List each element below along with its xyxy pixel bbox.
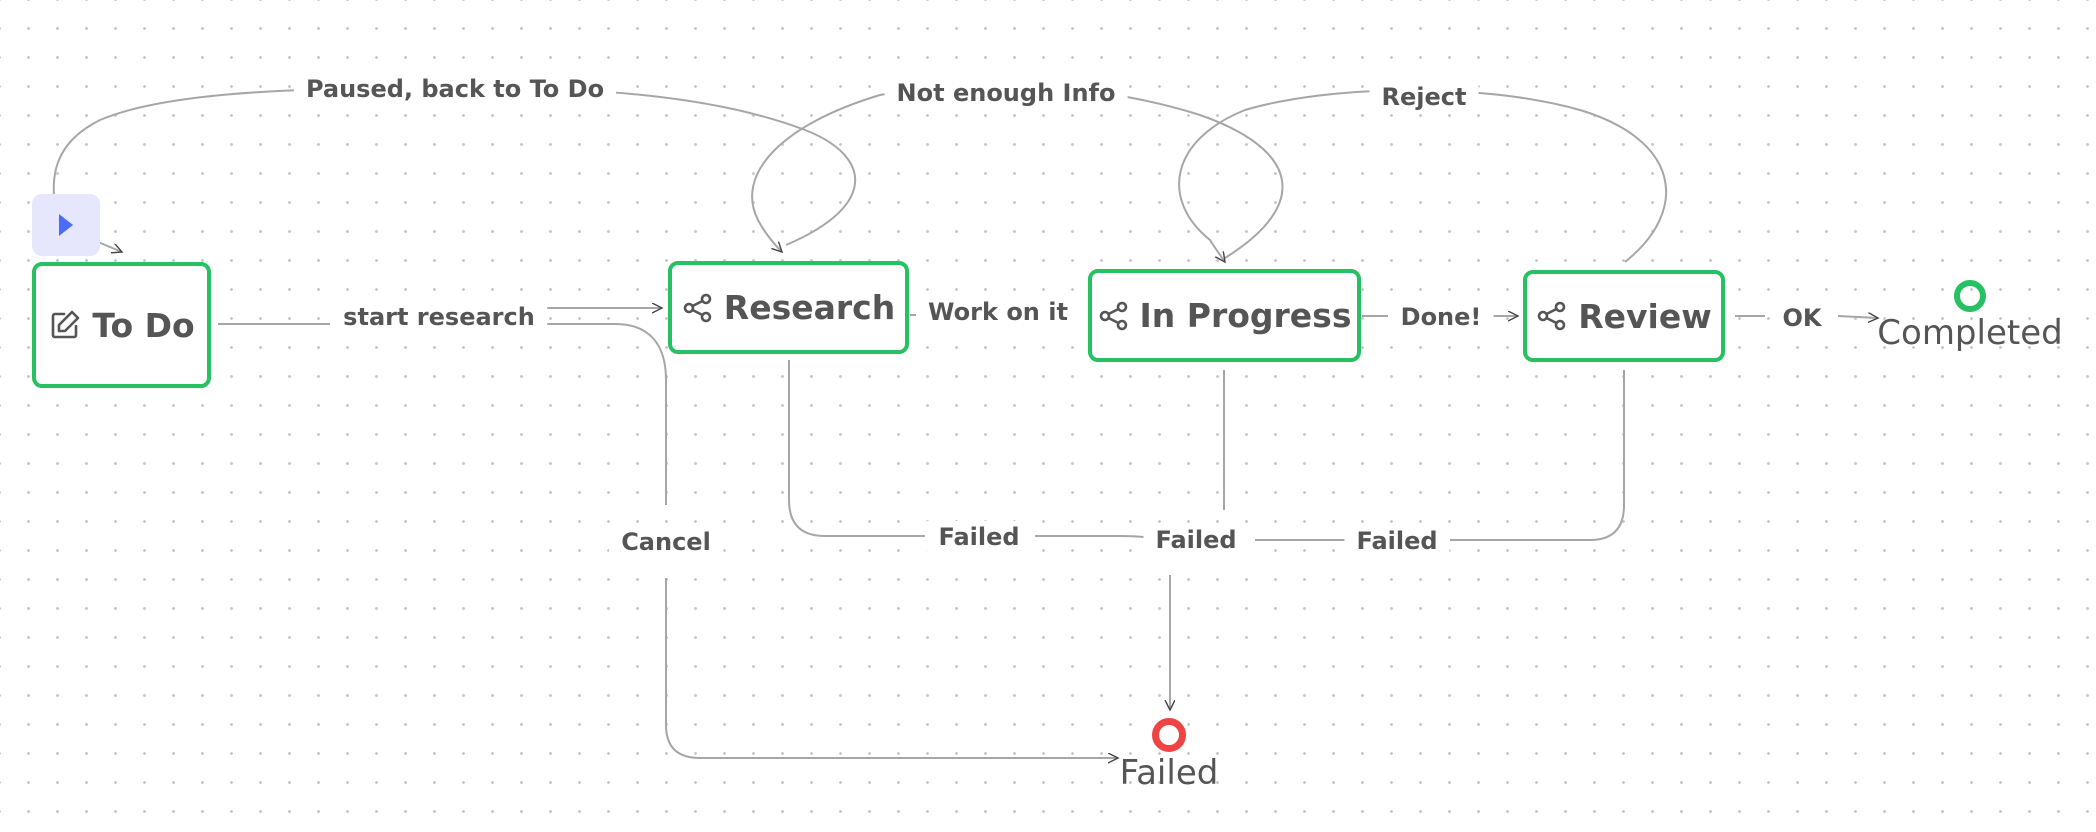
transition-label-work-on-it[interactable]: Work on it [916,296,1080,328]
edge-start [97,241,122,252]
state-review[interactable]: Review [1523,270,1725,362]
completed-end-marker[interactable] [1954,280,1986,312]
start-node[interactable] [32,194,100,256]
state-research-label: Research [723,288,896,327]
state-in-progress-label: In Progress [1139,296,1352,335]
state-todo[interactable]: To Do [32,262,211,388]
edge-failed-research [788,360,925,537]
state-todo-label: To Do [92,305,195,345]
edge-paused [52,86,857,246]
share-icon [683,293,712,322]
transition-label-done[interactable]: Done! [1388,301,1494,333]
edit-icon [52,310,80,339]
transition-label-ok[interactable]: OK [1770,302,1834,334]
share-icon [1099,301,1127,330]
play-icon [59,214,73,236]
transition-label-failed-review[interactable]: Failed [1344,525,1450,557]
state-review-label: Review [1578,296,1712,336]
transition-label-paused[interactable]: Paused, back to To Do [293,73,617,105]
transition-label-not-enough-info[interactable]: Not enough Info [884,77,1128,109]
end-state-failed-label: Failed [1119,753,1219,793]
edge-reject [1178,89,1668,262]
transition-label-failed-research[interactable]: Failed [926,521,1032,553]
edge-failed-review [1450,370,1625,541]
end-state-completed-label: Completed [1877,313,2063,353]
edge-not-enough-info [751,84,1284,259]
transition-label-start-research[interactable]: start research [331,301,547,333]
state-in-progress[interactable]: In Progress [1088,269,1361,362]
share-icon [1537,301,1566,331]
transition-label-failed-inprogress[interactable]: Failed [1143,524,1249,556]
transition-label-reject[interactable]: Reject [1369,81,1479,113]
failed-end-marker[interactable] [1152,718,1186,752]
transition-label-cancel[interactable]: Cancel [609,526,723,558]
state-research[interactable]: Research [668,261,909,354]
edge-cancel [545,323,667,505]
